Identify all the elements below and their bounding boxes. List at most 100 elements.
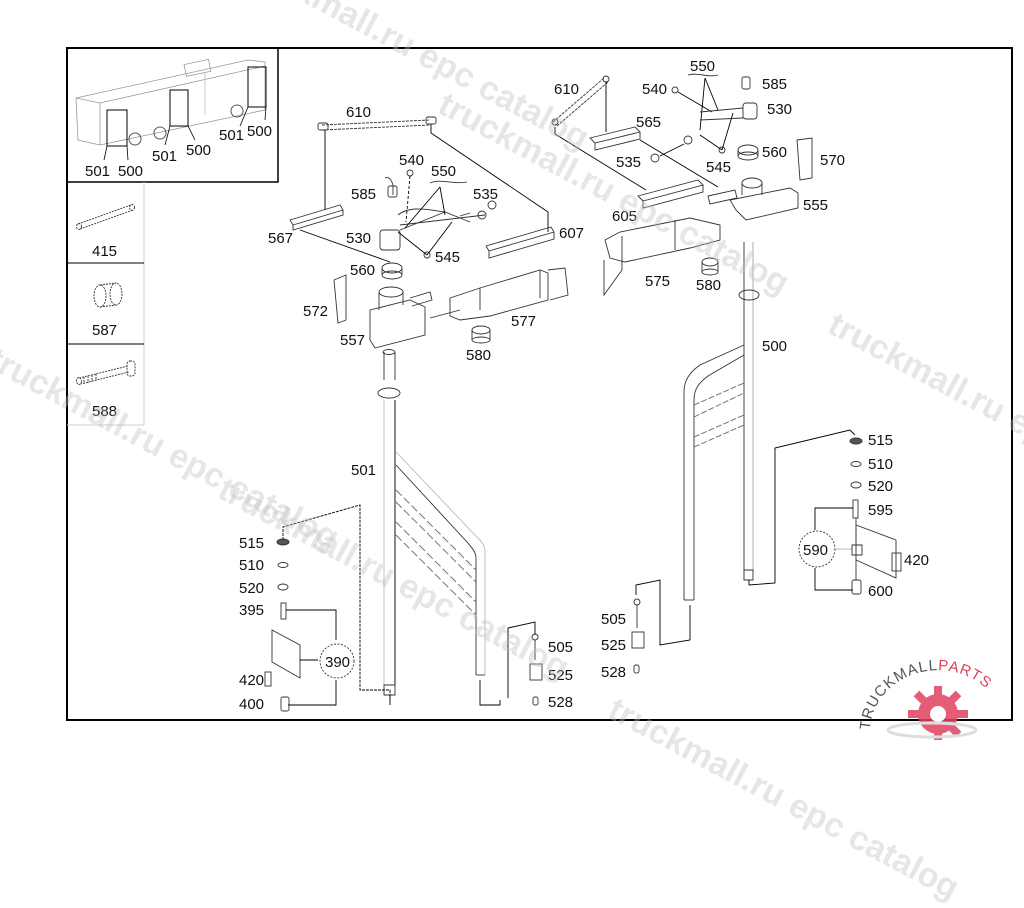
clip-585-icon	[741, 76, 751, 90]
middle-bottom-parts: 505 525 528 505 525 528	[507, 598, 645, 711]
bus-door-middle-icon	[169, 89, 189, 127]
cylinder-577-icon	[449, 269, 549, 321]
side-part-587[interactable]: 587	[92, 282, 123, 339]
callout-610: 610	[554, 81, 579, 98]
callout-420: 420	[239, 672, 264, 689]
side-part-415[interactable]: 415	[76, 204, 135, 261]
callout-528: 528	[601, 664, 626, 681]
callout-557: 557	[340, 332, 365, 349]
stanchion-500-icon	[743, 242, 754, 575]
inset-callout: 501	[219, 127, 244, 144]
callout-515: 515	[868, 432, 893, 449]
right-upper-assembly: 610 550 585 540 530 565 535 545 560 570 …	[551, 58, 856, 646]
bolt-505-icon	[633, 598, 641, 606]
nut-528-icon	[633, 664, 640, 674]
callout-520: 520	[868, 478, 893, 495]
spring-550-icon	[687, 73, 719, 77]
rod-610-icon	[552, 77, 609, 127]
nut-540-icon	[671, 86, 679, 94]
plate-567-icon	[289, 204, 344, 226]
callout-610: 610	[346, 104, 371, 121]
callout-560: 560	[762, 144, 787, 161]
pin-400-icon	[280, 696, 290, 712]
bushing-580-icon	[701, 257, 719, 267]
side-part-number: 588	[92, 403, 117, 420]
callout-580: 580	[696, 277, 721, 294]
bus-outline-icon	[75, 58, 266, 146]
callout-510: 510	[868, 456, 893, 473]
callout-595: 595	[868, 502, 893, 519]
bus-door-rear-icon	[247, 66, 267, 108]
bushing-560-icon	[381, 262, 403, 274]
callout-510: 510	[239, 557, 264, 574]
callout-535: 535	[616, 154, 641, 171]
callout-520: 520	[239, 580, 264, 597]
callout-420: 420	[904, 552, 929, 569]
callout-577: 577	[511, 313, 536, 330]
callout-400: 400	[239, 696, 264, 713]
callout-390: 390	[325, 654, 350, 671]
pin-395-icon	[280, 602, 287, 620]
assembly-390-circle-icon	[319, 643, 355, 679]
bracket-525-icon	[529, 663, 543, 681]
plate-590-icon	[855, 524, 897, 579]
callout-505: 505	[548, 639, 573, 656]
callout-395: 395	[239, 602, 264, 619]
callout-607: 607	[559, 225, 584, 242]
bushing-icon	[93, 282, 123, 308]
callout-585: 585	[762, 76, 787, 93]
inset-callout: 501	[152, 148, 177, 165]
callout-590: 590	[803, 542, 828, 559]
callout-585: 585	[351, 186, 376, 203]
plate-605-icon	[637, 179, 704, 202]
housing-555-icon	[741, 177, 763, 189]
callout-515: 515	[239, 535, 264, 552]
side-part-number: 415	[92, 243, 117, 260]
washer-515-icon	[849, 437, 863, 445]
callout-530: 530	[767, 101, 792, 118]
callout-540: 540	[399, 152, 424, 169]
spring-550-icon	[429, 180, 468, 184]
bracket-530-icon	[742, 102, 758, 120]
callout-500: 500	[762, 338, 787, 355]
bracket-420-icon	[264, 671, 272, 687]
right-bottom-subassembly: 515 510 520 595 590 420 600	[798, 432, 929, 600]
diagram-canvas: 501 500 501 500 501 500 415 587	[66, 47, 1013, 721]
inset-frame	[66, 47, 279, 183]
callout-505: 505	[601, 611, 626, 628]
callout-605: 605	[612, 208, 637, 225]
clip-585-icon	[387, 185, 398, 198]
bushing-580-icon	[471, 325, 491, 335]
callout-600: 600	[868, 583, 893, 600]
left-upper-assembly: 610 540 550 585 535 567 530 545 607 560 …	[268, 104, 584, 706]
plate-390-icon	[271, 629, 301, 679]
side-part-number: 587	[92, 322, 117, 339]
left-bottom-subassembly: 515 510 520 395 390 420 400	[239, 504, 391, 713]
callout-528: 528	[548, 694, 573, 711]
bracket-420-icon	[891, 552, 902, 572]
bus-wheel-icon	[230, 104, 244, 118]
valve-535-icon	[683, 135, 693, 145]
washer-515-icon	[276, 538, 290, 546]
callout-540: 540	[642, 81, 667, 98]
plate-607-icon	[485, 226, 555, 252]
callout-560: 560	[350, 262, 375, 279]
washer-520-icon	[850, 481, 862, 489]
stanchion-501-icon	[383, 352, 396, 380]
inset-callout: 500	[186, 142, 211, 159]
bracket-572-icon	[333, 274, 347, 324]
callout-555: 555	[803, 197, 828, 214]
cylinder-575-icon	[604, 217, 721, 263]
side-part-588[interactable]: 588	[76, 360, 136, 420]
bolt-icon	[76, 360, 136, 385]
callout-545: 545	[435, 249, 460, 266]
callout-570: 570	[820, 152, 845, 169]
brand-logo: TRUCKMALLPARTS	[856, 652, 1016, 744]
valve-535-icon	[487, 200, 497, 210]
callout-530: 530	[346, 230, 371, 247]
callout-572: 572	[303, 303, 328, 320]
callout-550: 550	[690, 58, 715, 75]
callout-535: 535	[473, 186, 498, 203]
callout-567: 567	[268, 230, 293, 247]
